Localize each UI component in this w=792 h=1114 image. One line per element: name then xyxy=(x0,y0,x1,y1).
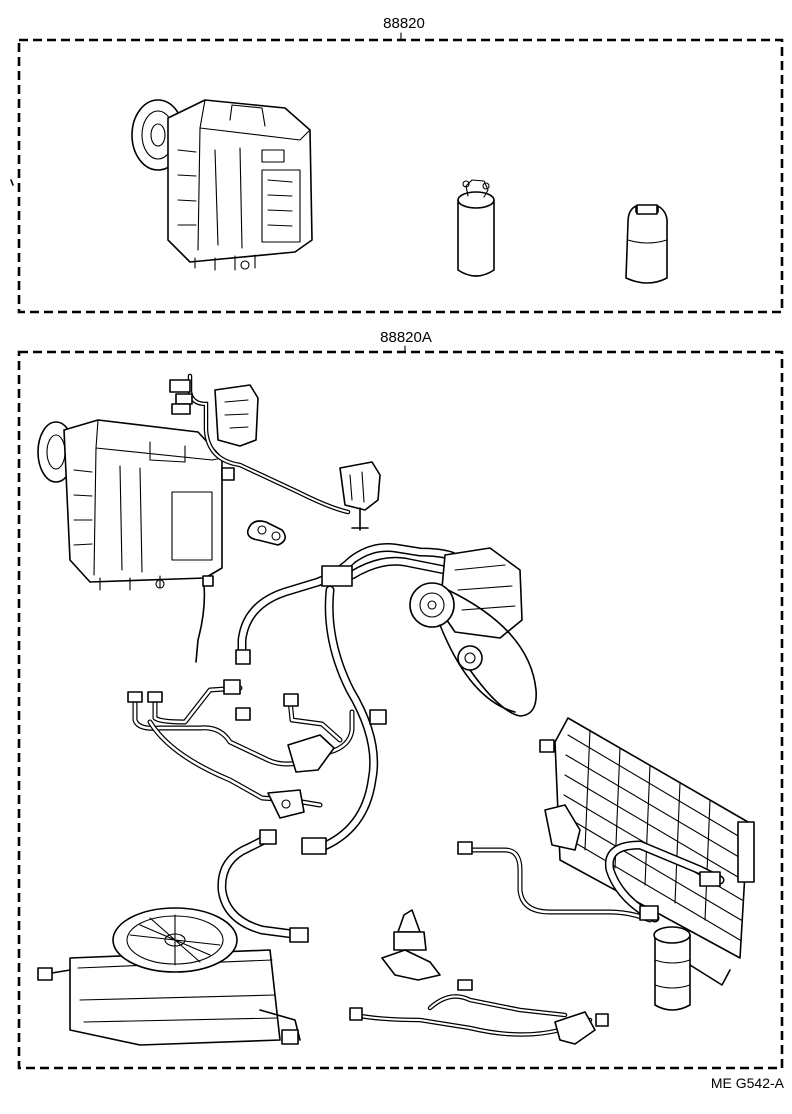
cooling-unit-bottom xyxy=(37,419,223,663)
kit-88820-boundary xyxy=(17,38,784,314)
oil-bottle xyxy=(625,204,668,284)
receiver-drier-top xyxy=(457,179,495,277)
wiring-harness xyxy=(169,373,381,531)
relay-and-harness xyxy=(349,909,609,1045)
kit-88820A-group: 88820A xyxy=(10,179,784,1070)
kit-88820A-boundary xyxy=(17,350,784,1070)
kit-88820-label: 88820 xyxy=(383,15,425,32)
discharge-hose xyxy=(217,829,309,943)
kit-88820-group: 88820 xyxy=(17,15,784,314)
condenser xyxy=(539,717,755,959)
condenser-lines xyxy=(457,840,731,1011)
liquid-pipes xyxy=(127,679,355,819)
suction-hose xyxy=(235,543,457,855)
kit-88820A-label: 88820A xyxy=(380,329,432,346)
cooling-unit-top xyxy=(131,99,313,271)
edge-mark xyxy=(10,179,14,186)
figure-reference: ME G542-A xyxy=(711,1075,785,1091)
compressor xyxy=(409,547,537,717)
fan-condenser xyxy=(37,907,301,1046)
clamp-part xyxy=(221,467,286,546)
